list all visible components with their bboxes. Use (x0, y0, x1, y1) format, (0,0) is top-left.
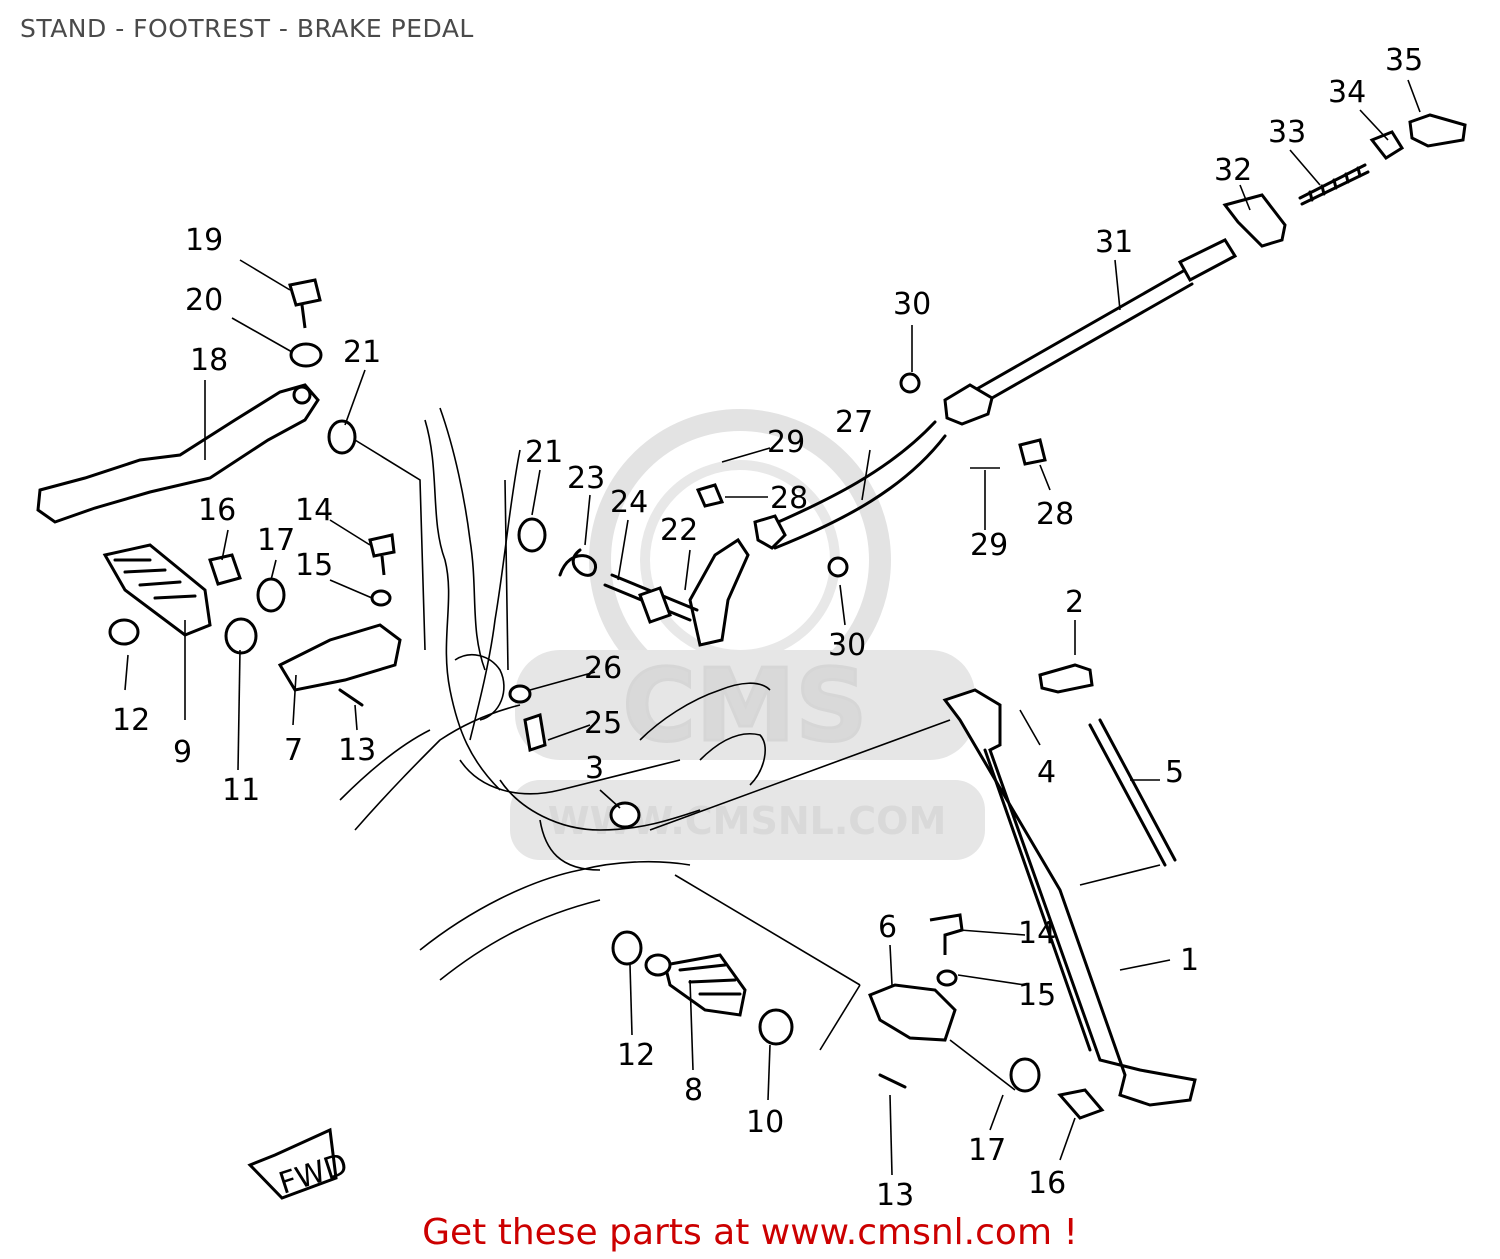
callout-1: 1 (1180, 943, 1199, 978)
callout-16a: 16 (198, 493, 236, 528)
callout-30a: 30 (893, 287, 931, 322)
footrest-right (663, 953, 747, 1017)
callout-19: 19 (185, 223, 223, 258)
callout-21a: 21 (343, 335, 381, 370)
callout-16b: 16 (1028, 1166, 1066, 1201)
callout-13b: 13 (876, 1178, 914, 1213)
callout-26: 26 (584, 651, 622, 686)
callout-32: 32 (1214, 153, 1252, 188)
callout-35: 35 (1385, 43, 1423, 78)
callout-24: 24 (610, 485, 648, 520)
callout-13a: 13 (338, 733, 376, 768)
callout-17a: 17 (257, 523, 295, 558)
brake-pedal (36, 383, 320, 524)
callout-34: 34 (1328, 75, 1366, 110)
callout-7: 7 (284, 733, 303, 768)
side-stand (942, 688, 1197, 1107)
callout-12b: 12 (617, 1038, 655, 1073)
callout-15a: 15 (295, 548, 333, 583)
callout-9: 9 (173, 735, 192, 770)
callout-28b: 28 (1036, 497, 1074, 532)
watermark-url: WWW.CMSNL.COM (548, 799, 947, 843)
callout-8: 8 (684, 1073, 703, 1108)
callout-14a: 14 (295, 493, 333, 528)
callout-10: 10 (746, 1105, 784, 1140)
callout-25: 25 (584, 706, 622, 741)
callout-30b: 30 (828, 628, 866, 663)
callout-31: 31 (1095, 225, 1133, 260)
callout-29a: 29 (767, 425, 805, 460)
brake-cable-and-lever (603, 420, 947, 647)
callout-2: 2 (1065, 585, 1084, 620)
page-title: STAND - FOOTREST - BRAKE PEDAL (20, 14, 474, 43)
callout-21b: 21 (525, 435, 563, 470)
callout-29b: 29 (970, 528, 1008, 563)
callout-15b: 15 (1018, 978, 1056, 1013)
callout-28a: 28 (770, 481, 808, 516)
callout-14b: 14 (1018, 916, 1056, 951)
callout-12a: 12 (112, 703, 150, 738)
callout-3: 3 (585, 751, 604, 786)
callout-5: 5 (1165, 755, 1184, 790)
callout-27: 27 (835, 405, 873, 440)
callout-6: 6 (878, 910, 897, 945)
footer-link[interactable]: Get these parts at www.cmsnl.com ! (422, 1212, 1078, 1253)
callout-17b: 17 (968, 1133, 1006, 1168)
callout-20: 20 (185, 283, 223, 318)
footrest-left (102, 543, 212, 637)
callouts: 35 34 33 32 31 30 30 29 29 28 28 27 26 2… (112, 43, 1423, 1213)
frame-outline (339, 407, 771, 981)
rod-end-parts (1222, 113, 1467, 248)
callout-4: 4 (1037, 755, 1056, 790)
stand-spring (1088, 718, 1177, 867)
callout-18: 18 (190, 343, 228, 378)
watermark: CMS WWW.CMSNL.COM (510, 409, 985, 860)
watermark-logo: CMS (623, 647, 868, 764)
brake-rod-assembly (943, 238, 1238, 426)
leader-lines (124, 79, 1421, 1176)
callout-22: 22 (660, 513, 698, 548)
callout-11: 11 (222, 773, 260, 808)
footrest-brackets (277, 623, 957, 1042)
callout-33: 33 (1268, 115, 1306, 150)
fwd-arrow-badge: FWD (247, 1127, 352, 1202)
fasteners (108, 278, 1105, 1120)
callout-23: 23 (567, 461, 605, 496)
